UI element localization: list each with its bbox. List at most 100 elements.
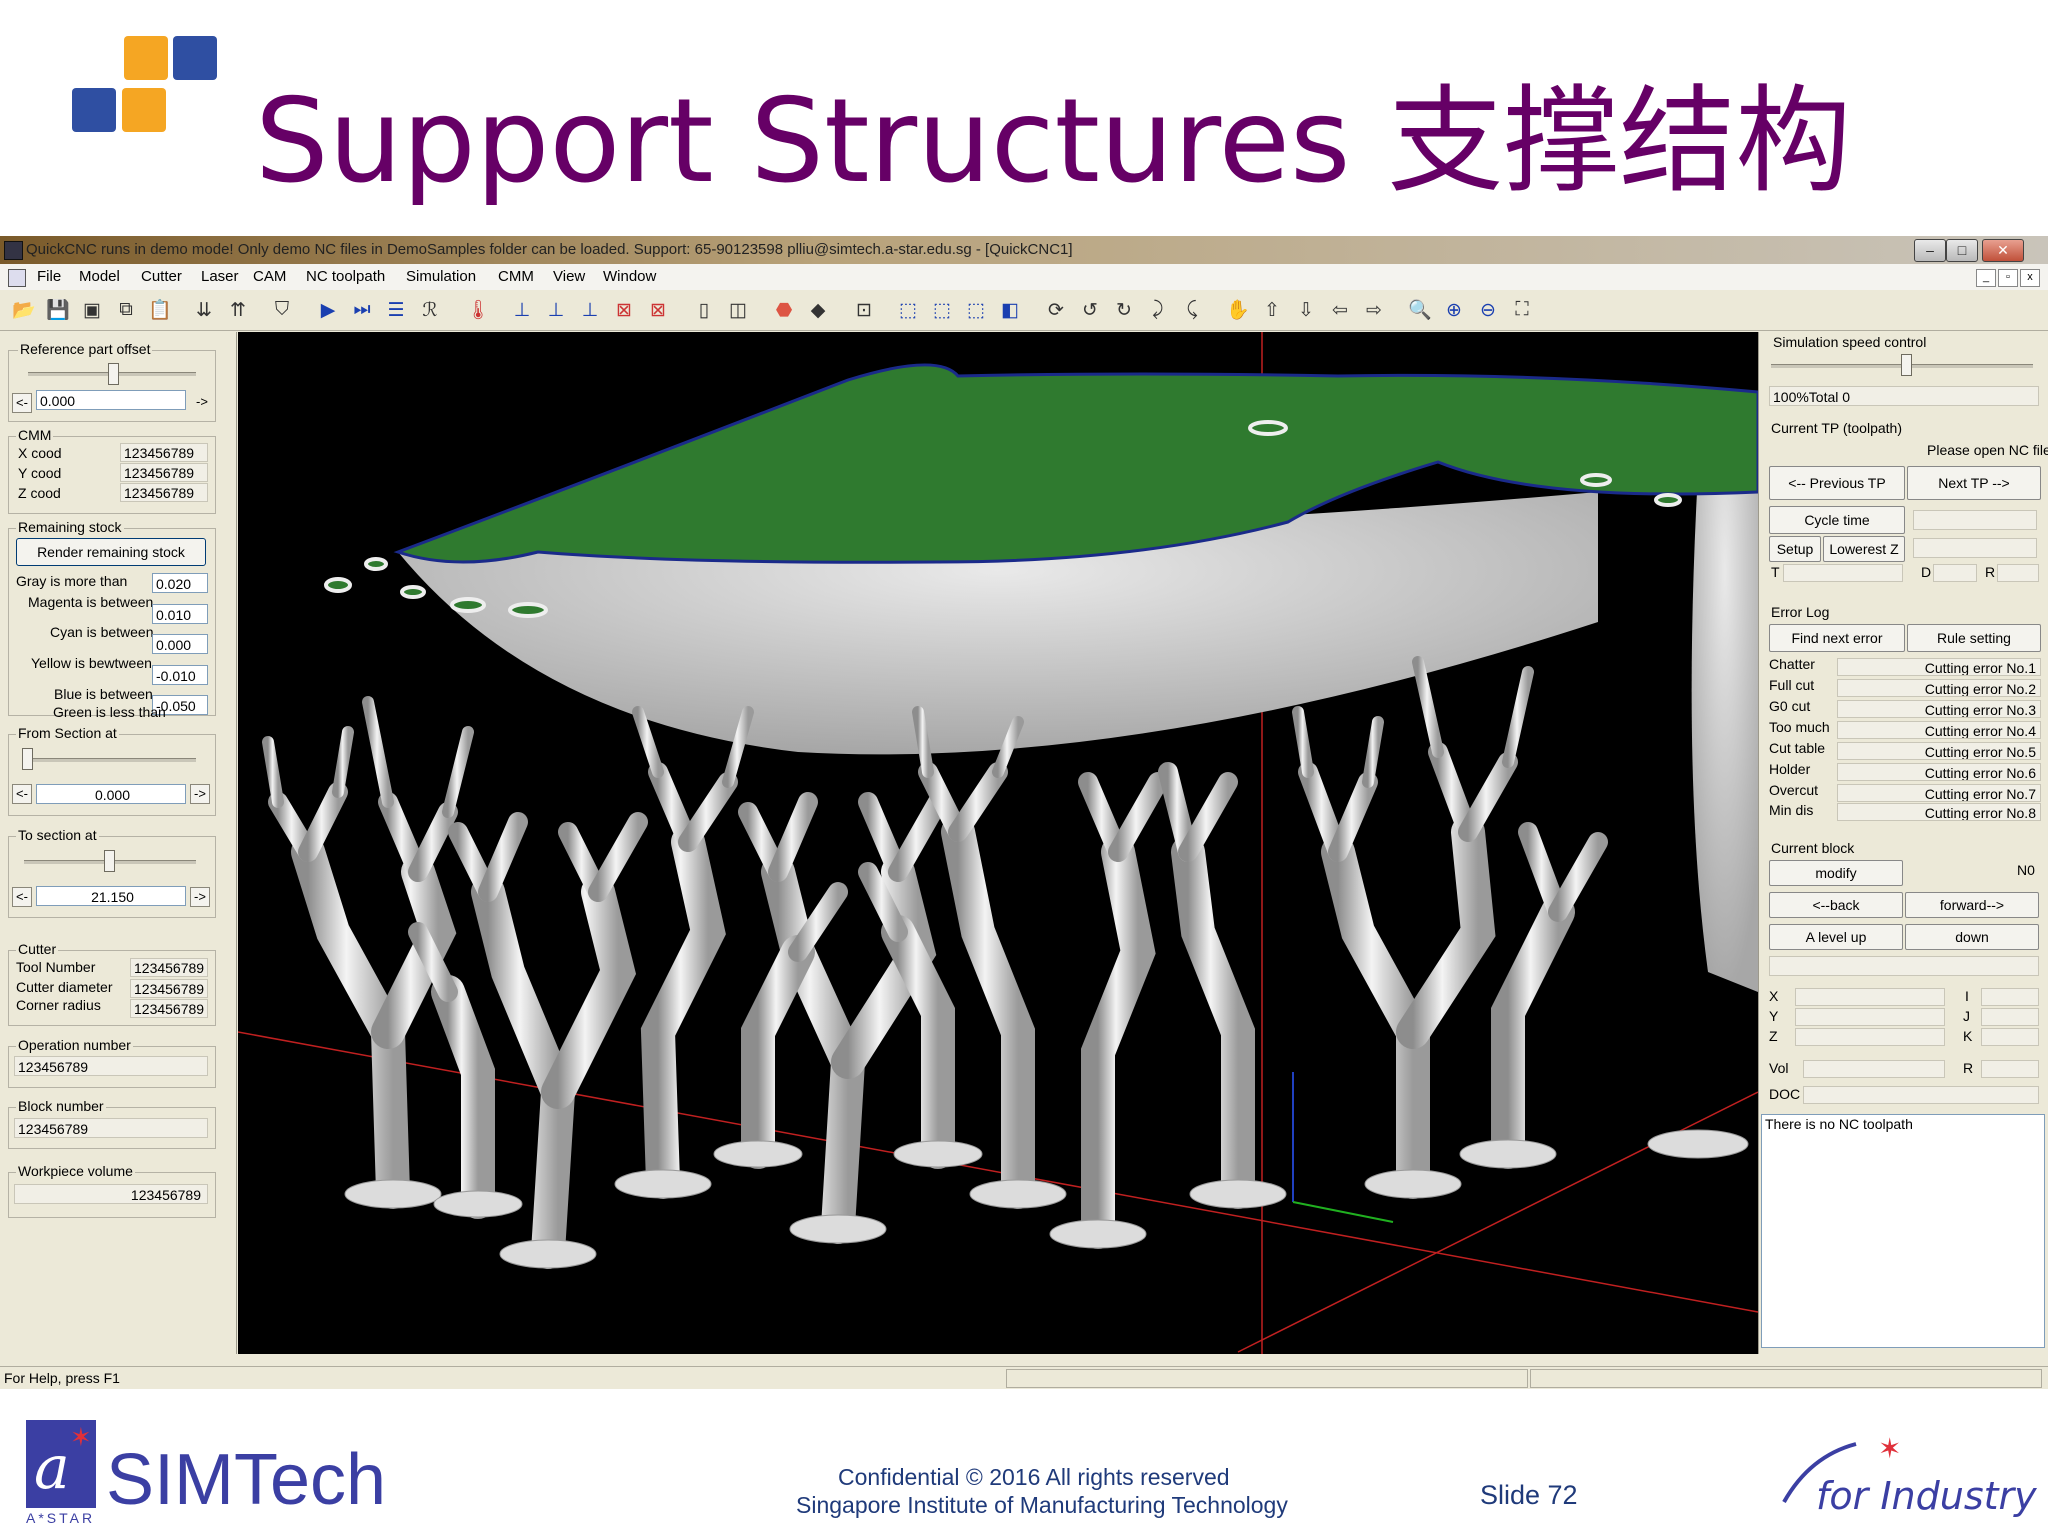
slide-number: Slide 72 [1480,1480,1578,1510]
menu-window[interactable]: Window [603,268,657,285]
solid-icon[interactable]: ◆ [810,299,826,321]
view-cube-icon[interactable]: ◧ [1001,299,1019,321]
from-section-slider-track[interactable] [24,758,196,762]
section-4-icon[interactable]: ⊠ [616,299,632,321]
next-tp-button[interactable]: Next TP --> [1907,466,2041,500]
ref-offset-right-arrow[interactable]: -> [196,394,208,409]
view-side-icon[interactable]: ⬚ [967,299,985,321]
menu-cutter[interactable]: Cutter [141,268,182,285]
error-too-much-value: Cutting error No.4 [1837,721,2041,739]
nc-toolpath-status-box: There is no NC toolpath [1761,1114,2045,1348]
to-section-slider-thumb[interactable] [104,850,115,872]
cylinder-icon[interactable]: ▯ [698,299,710,321]
zoom-in-icon[interactable]: ⊕ [1446,299,1462,321]
menu-model[interactable]: Model [79,268,120,285]
measure-icon[interactable]: ⊡ [856,299,872,321]
maximize-button[interactable]: □ [1946,239,1978,262]
view-front-icon[interactable]: ⬚ [933,299,951,321]
sim-speed-slider-thumb[interactable] [1901,354,1912,376]
export-icon[interactable]: ⇈ [230,299,246,321]
to-section-left-arrow[interactable]: <- [12,887,32,907]
menu-simulation[interactable]: Simulation [406,268,477,285]
d-label: D [1921,564,1932,580]
find-next-error-button[interactable]: Find next error [1769,624,1905,652]
previous-tp-button[interactable]: <-- Previous TP [1769,466,1905,500]
load-model-icon[interactable]: ▣ [83,299,101,321]
to-section-right-arrow[interactable]: -> [190,887,210,907]
minimize-button[interactable]: – [1914,239,1946,262]
zoom-out-icon[interactable]: ⊖ [1480,299,1496,321]
stop-icon[interactable]: ☰ [387,299,405,321]
close-button[interactable]: ✕ [1982,239,2024,262]
zoom-fit-icon[interactable]: ⛶ [1515,299,1529,320]
section-5-icon[interactable]: ⊠ [650,299,666,321]
move-down-icon[interactable]: ⇩ [1298,299,1314,321]
section-1-icon[interactable]: ⊥ [513,299,531,321]
move-up-icon[interactable]: ⇧ [1264,299,1280,321]
copy-icon[interactable]: ⧉ [119,299,133,320]
stock-shape-icon[interactable]: ⬣ [775,299,793,321]
play-icon[interactable]: ▶ [320,299,336,321]
script-icon[interactable]: ℛ [422,299,438,321]
window-titlebar[interactable]: QuickCNC runs in demo mode! Only demo NC… [0,236,2048,264]
menu-nc-toolpath[interactable]: NC toolpath [306,268,386,285]
section-3-icon[interactable]: ⊥ [581,299,599,321]
menu-cmm[interactable]: CMM [498,268,534,285]
menu-cam[interactable]: CAM [253,268,287,285]
open-folder-icon[interactable]: 📂 [12,300,36,321]
cutter-tool-icon[interactable]: 🌡 [465,300,491,321]
magenta-threshold-input[interactable]: 0.010 [152,604,208,624]
logo-square-orange-top [124,36,168,80]
to-section-input[interactable]: 21.150 [36,886,186,906]
ref-offset-input[interactable]: 0.000 [36,390,186,410]
ref-offset-slider-thumb[interactable] [108,363,119,385]
move-left-icon[interactable]: ⇦ [1332,299,1348,321]
menu-view[interactable]: View [553,268,586,285]
ref-offset-left-arrow[interactable]: <- [12,393,32,413]
lowest-z-button[interactable]: Lowerest Z [1823,536,1905,562]
paste-icon[interactable]: 📋 [148,300,172,321]
save-icon[interactable]: 💾 [46,300,70,321]
level-up-button[interactable]: A level up [1769,924,1903,950]
view-iso-icon[interactable]: ⬚ [899,299,917,321]
t-label: T [1771,564,1780,580]
from-section-slider-thumb[interactable] [22,748,33,770]
from-section-input[interactable]: 0.000 [36,784,186,804]
menu-laser[interactable]: Laser [201,268,239,285]
mdi-minimize-button[interactable]: _ [1976,269,1996,287]
move-right-icon[interactable]: ⇨ [1366,299,1382,321]
mdi-restore-button[interactable]: ▫ [1998,269,2018,287]
from-section-right-arrow[interactable]: -> [190,784,210,804]
cycle-time-button[interactable]: Cycle time [1769,506,1905,534]
rotate-left-icon[interactable]: ↺ [1082,299,1098,321]
from-section-left-arrow[interactable]: <- [12,784,32,804]
for-industry-star-icon: ✶ [1878,1433,1902,1464]
cup-icon[interactable]: ◫ [729,299,747,321]
pan-icon[interactable]: ✋ [1226,300,1250,321]
section-2-icon[interactable]: ⊥ [547,299,565,321]
3d-viewport[interactable] [238,332,1758,1354]
rotate-up-icon[interactable]: ⤹ [1186,299,1198,320]
import-icon[interactable]: ⇊ [196,299,212,321]
down-button[interactable]: down [1905,924,2039,950]
rotate-right-icon[interactable]: ↻ [1116,299,1132,321]
step-icon[interactable]: ⏭ [353,299,371,320]
cyan-threshold-input[interactable]: 0.000 [152,634,208,654]
z-coord-value [1795,1028,1945,1046]
modify-button[interactable]: modify [1769,860,1903,886]
yellow-threshold-input[interactable]: -0.010 [152,665,208,685]
rule-setting-button[interactable]: Rule setting [1907,624,2041,652]
zoom-window-icon[interactable]: 🔍 [1408,300,1432,321]
blue-threshold-input[interactable]: -0.050 [152,695,208,715]
gray-threshold-input[interactable]: 0.020 [152,573,208,593]
rotate-down-icon[interactable]: ⤸ [1152,299,1164,320]
x-cood-label: X cood [18,445,62,461]
menu-file[interactable]: File [37,268,62,285]
render-remaining-stock-button[interactable]: Render remaining stock [16,538,206,566]
filter-icon[interactable]: ⛉ [274,299,290,320]
rotate-icon[interactable]: ⟳ [1048,299,1064,321]
forward-button[interactable]: forward--> [1905,892,2039,918]
setup-button[interactable]: Setup [1769,536,1821,562]
mdi-close-button[interactable]: x [2020,269,2040,287]
back-button[interactable]: <--back [1769,892,1903,918]
